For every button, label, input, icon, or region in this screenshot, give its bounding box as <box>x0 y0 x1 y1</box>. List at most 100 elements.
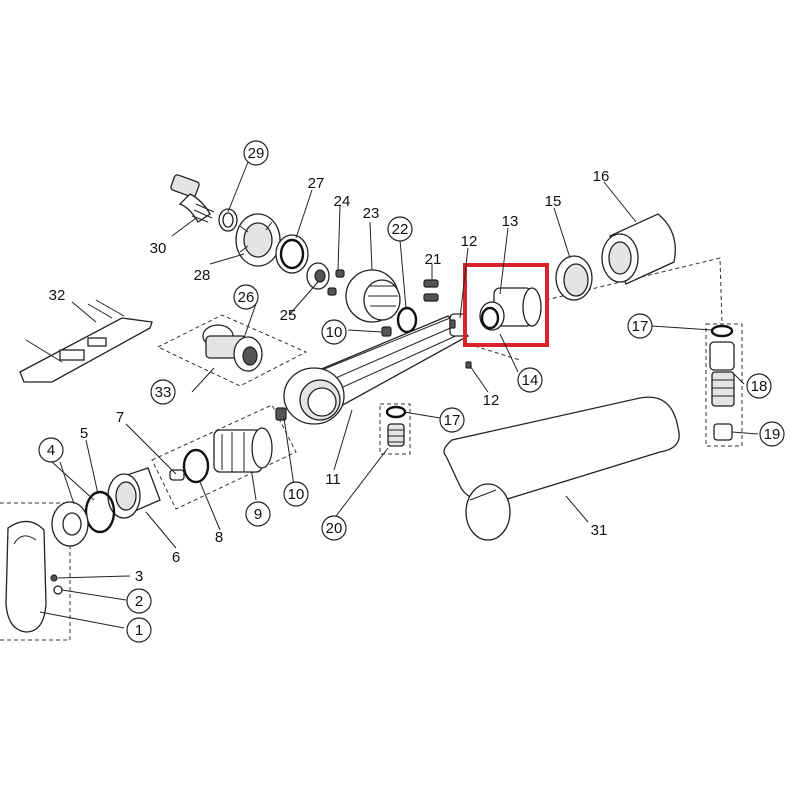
callout-23: 23 <box>363 205 380 222</box>
part-26-disc <box>306 262 330 290</box>
svg-text:22: 22 <box>392 221 409 238</box>
part-27-cartridge-ring <box>275 234 309 274</box>
callout-29: 29 <box>243 140 269 166</box>
callout-21: 21 <box>425 251 442 268</box>
callout-19: 19 <box>759 421 785 447</box>
callout-24: 24 <box>334 193 351 210</box>
callout-12-top: 12 <box>461 233 478 250</box>
callout-8: 8 <box>215 529 223 546</box>
part-30-elbow <box>170 174 215 223</box>
group-outline-20 <box>379 403 411 455</box>
svg-text:16: 16 <box>593 168 610 185</box>
callout-13: 13 <box>502 213 519 230</box>
callout-3: 3 <box>135 568 143 585</box>
part-4-rosette <box>51 501 89 547</box>
callout-1: 1 <box>126 617 152 643</box>
part-5-o-ring <box>84 490 116 534</box>
part-31-cover <box>443 396 680 541</box>
part-29-washer <box>218 208 238 232</box>
svg-text:31: 31 <box>591 522 608 539</box>
part-7-nozzle <box>169 469 185 481</box>
callout-10-top: 10 <box>321 319 347 345</box>
callout-12-bottom: 12 <box>483 392 500 409</box>
part-1-lever <box>5 520 47 633</box>
callout-14: 14 <box>517 367 543 393</box>
callout-16: 16 <box>593 168 610 185</box>
svg-text:20: 20 <box>326 520 343 537</box>
part-15-ring <box>555 255 593 301</box>
part-19-nut <box>713 423 733 441</box>
callout-2: 2 <box>126 588 152 614</box>
part-12-pin-top <box>449 319 456 329</box>
callout-15: 15 <box>545 193 562 210</box>
group-outline-18 <box>705 323 743 447</box>
part-3-screw <box>50 574 58 582</box>
callout-4: 4 <box>38 437 64 463</box>
svg-text:3: 3 <box>135 568 143 585</box>
svg-text:25: 25 <box>280 307 297 324</box>
callout-30: 30 <box>150 240 167 257</box>
svg-text:23: 23 <box>363 205 380 222</box>
svg-text:21: 21 <box>425 251 442 268</box>
highlight-box <box>463 263 549 347</box>
part-13-sleeve <box>479 287 542 331</box>
svg-text:12: 12 <box>461 233 478 250</box>
svg-text:6: 6 <box>172 549 180 566</box>
svg-text:19: 19 <box>764 426 781 443</box>
callout-25: 25 <box>280 307 297 324</box>
svg-text:10: 10 <box>326 324 343 341</box>
group-outline-9 <box>151 404 297 510</box>
part-17-o-ring-right <box>710 324 734 338</box>
svg-text:18: 18 <box>751 378 768 395</box>
part-11-main-body <box>283 313 470 425</box>
group-outline-33 <box>156 314 308 387</box>
part-33-cartridge <box>202 324 263 372</box>
part-32-bracket <box>19 299 153 383</box>
part-23-thermostat-head <box>345 269 401 323</box>
part-22-o-ring <box>396 306 418 334</box>
svg-text:13: 13 <box>502 213 519 230</box>
callout-26: 26 <box>233 284 259 310</box>
part-18-check-valve <box>709 341 735 407</box>
part-8-o-ring <box>182 448 210 484</box>
svg-text:27: 27 <box>308 175 325 192</box>
svg-text:17: 17 <box>444 412 461 429</box>
svg-text:28: 28 <box>194 267 211 284</box>
part-9-mixer-cartridge <box>213 427 273 473</box>
callout-17-right: 17 <box>627 313 653 339</box>
svg-text:9: 9 <box>254 506 262 523</box>
part-17-o-ring-mid <box>385 405 407 419</box>
svg-text:11: 11 <box>325 471 341 488</box>
svg-text:33: 33 <box>155 384 172 401</box>
callout-6: 6 <box>172 549 180 566</box>
svg-text:4: 4 <box>47 442 55 459</box>
svg-text:8: 8 <box>215 529 223 546</box>
svg-text:32: 32 <box>49 287 66 304</box>
callout-27: 27 <box>308 175 325 192</box>
guide-dash-right <box>545 257 723 325</box>
callout-32: 32 <box>49 287 66 304</box>
part-28-nut <box>235 213 281 267</box>
group-outline-1 <box>0 502 71 641</box>
part-10-screw-top <box>381 326 392 337</box>
callout-5: 5 <box>80 425 88 442</box>
svg-text:2: 2 <box>135 593 143 610</box>
part-10-screw-mid <box>275 407 287 421</box>
callout-17-mid: 17 <box>439 407 465 433</box>
callout-33: 33 <box>150 379 176 405</box>
callout-10-mid: 10 <box>283 481 309 507</box>
svg-text:30: 30 <box>150 240 167 257</box>
callout-28: 28 <box>194 267 211 284</box>
part-16-cap <box>601 213 676 285</box>
svg-text:17: 17 <box>632 318 649 335</box>
callout-7: 7 <box>116 409 124 426</box>
svg-text:15: 15 <box>545 193 562 210</box>
svg-text:24: 24 <box>334 193 351 210</box>
svg-text:26: 26 <box>238 289 255 306</box>
part-2-cap <box>53 585 63 595</box>
callout-31: 31 <box>591 522 608 539</box>
callout-20: 20 <box>321 515 347 541</box>
svg-text:5: 5 <box>80 425 88 442</box>
callout-11: 11 <box>325 471 341 488</box>
